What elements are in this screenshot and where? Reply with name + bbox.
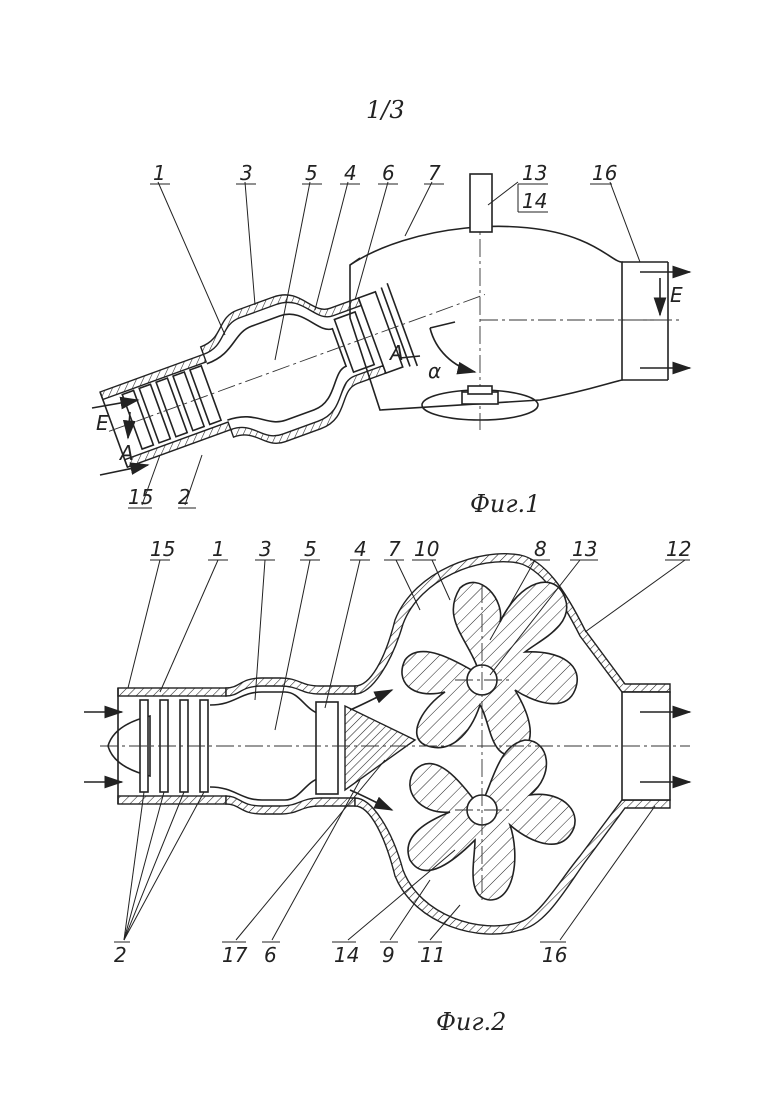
fig1-section-E-left: E: [96, 411, 109, 435]
fig2-label-3: 3: [259, 537, 272, 561]
fig2-label-5: 5: [304, 537, 317, 561]
fig2-label-16: 16: [542, 943, 567, 967]
figure-1: 1 3 5 4 6 7 13 14 16 15 2 E A A E α Фиг.…: [85, 161, 690, 518]
fig1-angle-alpha: α: [428, 359, 441, 383]
fig1-caption: Фиг.1: [470, 490, 540, 518]
fig1-label-6: 6: [382, 161, 395, 185]
fig1-label-1: 1: [153, 161, 166, 185]
fig1-main-housing: [350, 226, 622, 410]
fig1-label-3: 3: [240, 161, 253, 185]
fig1-shaft: [470, 174, 492, 232]
fig2-label-11: 11: [420, 943, 445, 967]
fig2-label-12: 12: [666, 537, 691, 561]
fig1-label-13: 13: [522, 161, 547, 185]
fig1-section-A-left: A: [118, 441, 134, 465]
fig1-label-14: 14: [522, 189, 547, 213]
fig1-label-16: 16: [592, 161, 617, 185]
figure-2: 15 1 3 5 4 7 10 8 13 12 2 17 6 14 9 11 1…: [84, 537, 691, 1036]
fig2-label-1: 1: [212, 537, 225, 561]
fig2-label-10: 10: [414, 537, 439, 561]
fig1-label-2: 2: [178, 485, 191, 509]
fig1-section-A-mid: A: [388, 341, 404, 365]
fig2-label-13: 13: [572, 537, 597, 561]
fig2-label-4: 4: [354, 537, 367, 561]
fig1-section-E-right: E: [670, 283, 683, 307]
fig1-inflow-arrow-bottom: [100, 465, 148, 475]
fig2-label-15: 15: [150, 537, 175, 561]
fig1-inlet-duct: [85, 229, 509, 497]
fig2-caption: Фиг.2: [436, 1008, 506, 1036]
fig2-label-7: 7: [388, 537, 401, 561]
fig1-label-4: 4: [344, 161, 357, 185]
fig1-label-15: 15: [128, 485, 153, 509]
fig2-label-8: 8: [534, 537, 547, 561]
fig2-label-14: 14: [334, 943, 359, 967]
page-number: 1/3: [366, 96, 405, 124]
fig2-label-17: 17: [222, 943, 248, 967]
fig2-label-2: 2: [114, 943, 127, 967]
fig1-label-7: 7: [428, 161, 441, 185]
fig1-label-5: 5: [305, 161, 318, 185]
fig2-label-6: 6: [264, 943, 277, 967]
fig2-label-9: 9: [382, 943, 395, 967]
